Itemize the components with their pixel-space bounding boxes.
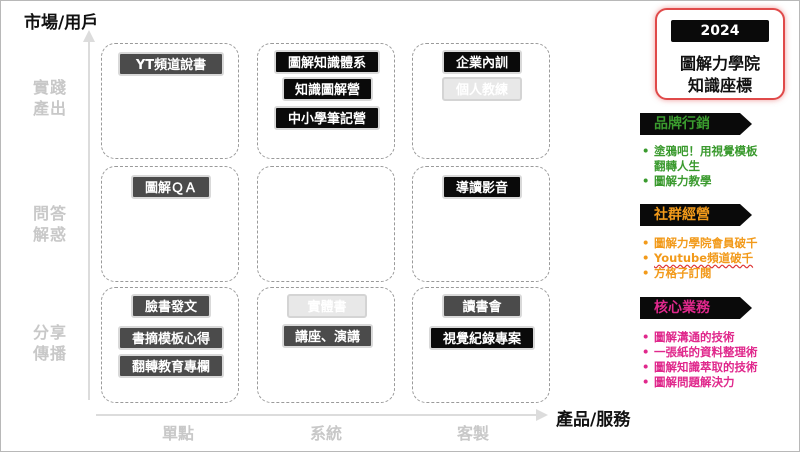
cell-share-custom: 讀書會視覺紀錄專案 [412, 287, 550, 403]
cell-share-system: 實體書講座、演講 [257, 287, 395, 403]
item-tag: 講座、演講 [282, 324, 373, 348]
cell-practice-single: YT頻道說書 [101, 43, 239, 159]
section-community-header: 社群經營 [640, 204, 752, 226]
item-tag: 圖解ＱＡ [131, 175, 211, 199]
list-item: 圖解問題解決力 [640, 375, 790, 390]
section-core-list: 圖解溝通的技術 一張紙的資料整理術 圖解知識萃取的技術 圖解問題解決力 [640, 330, 790, 390]
item-tag: 導讀影音 [442, 175, 522, 199]
item-tag: 書摘模板心得 [118, 326, 224, 350]
item-tag: 實體書 [287, 294, 367, 318]
list-item: 一張紙的資料整理術 [640, 345, 790, 360]
list-item: Youtube頻道破千 [640, 251, 790, 266]
list-item: 圖解力學院會員破千 [640, 236, 790, 251]
row-label-qa: 問答解惑 [32, 204, 67, 244]
cell-share-single: 臉書發文書摘模板心得翻轉教育專欄 [101, 287, 239, 403]
col-label-system: 系統 [309, 424, 342, 443]
cell-qa-custom: 導讀影音 [412, 166, 550, 282]
section-brand-title: 品牌行銷 [654, 116, 710, 132]
col-label-custom: 客製 [456, 424, 489, 443]
y-axis-line [88, 40, 90, 400]
badge-title-line1: 圖解力學院 [679, 54, 760, 73]
list-item: 方格子訂閱 [640, 266, 790, 281]
item-tag: 企業內訓 [442, 50, 522, 74]
item-tag: 翻轉教育專欄 [118, 354, 224, 378]
section-brand-header: 品牌行銷 [640, 113, 752, 135]
cell-qa-system [257, 166, 395, 282]
section-core-header: 核心業務 [640, 297, 752, 319]
item-tag: YT頻道說書 [118, 52, 224, 76]
col-label-single: 單點 [161, 424, 194, 443]
cell-practice-system: 圖解知識體系知識圖解營中小學筆記營 [257, 43, 395, 159]
youtube-text: Youtube頻道破千 [654, 251, 754, 265]
x-axis-line [96, 414, 536, 416]
section-community-title: 社群經營 [654, 207, 710, 223]
item-tag: 知識圖解營 [282, 77, 373, 101]
year-badge: 2024 圖解力學院 知識座標 [655, 8, 785, 100]
item-tag: 圖解知識體系 [274, 50, 380, 74]
row-label-share: 分享傳播 [32, 323, 67, 363]
section-community-list: 圖解力學院會員破千 Youtube頻道破千 方格子訂閱 [640, 236, 790, 281]
list-item: 圖解知識萃取的技術 [640, 360, 790, 375]
badge-year: 2024 [671, 20, 769, 42]
item-tag: 臉書發文 [131, 294, 211, 318]
row-label-practice: 實踐產出 [32, 78, 67, 118]
cell-qa-single: 圖解ＱＡ [101, 166, 239, 282]
y-axis-arrowhead [83, 30, 95, 42]
list-item: 圖解溝通的技術 [640, 330, 790, 345]
item-tag: 讀書會 [442, 294, 522, 318]
item-tag: 個人教練 [442, 77, 522, 101]
item-tag: 中小學筆記營 [274, 106, 380, 130]
y-axis-title: 市場/用戶 [24, 13, 99, 33]
x-axis-arrowhead [536, 409, 548, 421]
cell-practice-custom: 企業內訓個人教練 [412, 43, 550, 159]
item-tag: 視覺紀錄專案 [429, 326, 535, 350]
x-axis-title: 產品/服務 [556, 410, 631, 430]
list-item: 圖解力教學 [640, 174, 790, 189]
badge-title-line2: 知識座標 [687, 76, 752, 95]
section-core-title: 核心業務 [654, 300, 710, 316]
